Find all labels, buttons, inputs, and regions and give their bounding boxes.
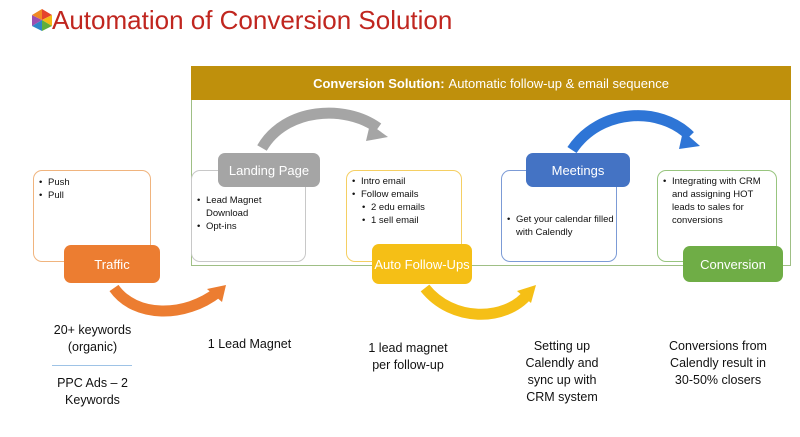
- traffic-bullet: Pull: [39, 189, 150, 202]
- page-title: Automation of Conversion Solution: [52, 5, 453, 35]
- stage-conversion: Conversion: [683, 246, 783, 282]
- caption-conversion: Conversions from Calendly result in 30-5…: [669, 339, 767, 387]
- caption-traffic-ppc: PPC Ads – 2 Keywords: [57, 376, 128, 407]
- caption-followups: 1 lead magnet per follow-up: [368, 341, 448, 372]
- arrow-followups-to-meetings: [420, 284, 533, 320]
- followups-bullet: Follow emails: [352, 188, 461, 201]
- banner-bold: Conversion Solution:: [313, 75, 445, 91]
- banner: Conversion Solution: Automatic follow-up…: [191, 66, 791, 100]
- followups-sub-bullet: 2 edu emails: [352, 201, 461, 214]
- followups-bullet: Intro email: [352, 175, 461, 188]
- stage-landing-page: Landing Page: [218, 153, 320, 187]
- caption-traffic-organic: 20+ keywords (organic): [53, 323, 132, 354]
- landing-bullet: Lead Magnet Download: [197, 194, 305, 220]
- landing-bullet: Opt-ins: [197, 220, 305, 233]
- banner-text: Automatic follow-up & email sequence: [448, 75, 669, 91]
- logo-icon: [32, 9, 52, 31]
- caption-divider: [52, 365, 132, 366]
- traffic-bullet: Push: [39, 176, 150, 189]
- arrow-meetings-to-conversion: [567, 110, 694, 154]
- stage-meetings: Meetings: [526, 153, 630, 187]
- arrow-traffic-to-landing: [109, 284, 222, 317]
- meetings-bullet: Get your calendar filled with Calendly: [507, 213, 616, 239]
- caption-meetings: Setting up Calendly and sync up with CRM…: [525, 339, 599, 404]
- stage-auto-follow-ups: Auto Follow-Ups: [372, 244, 472, 284]
- arrow-landing-to-followups: [257, 107, 382, 152]
- stage-traffic: Traffic: [64, 245, 160, 283]
- caption-landing: 1 Lead Magnet: [207, 337, 292, 351]
- conversion-bullet: Integrating with CRM and assigning HOT l…: [663, 175, 771, 227]
- followups-sub-bullet: 1 sell email: [352, 214, 461, 227]
